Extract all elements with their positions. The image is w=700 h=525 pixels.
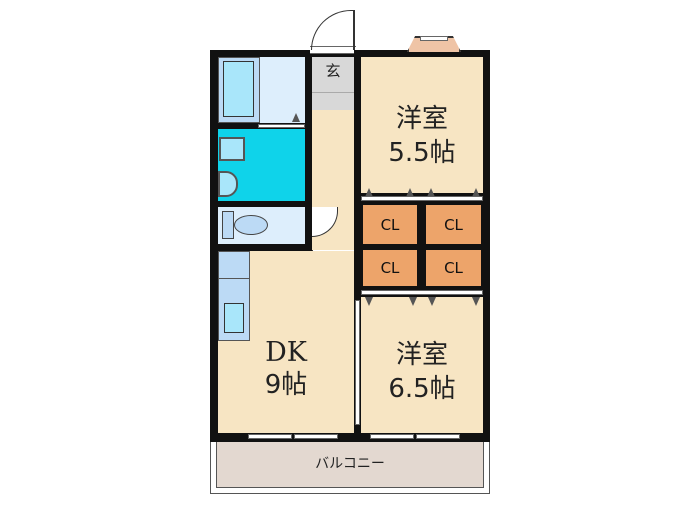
closet[interactable]: CL [424,203,483,246]
entrance-step [312,92,354,93]
toilet-bowl [234,215,268,235]
entrance-label: 玄 [325,62,341,80]
front-door-swing[interactable] [311,10,355,50]
door-marker-icon [365,188,373,197]
door-marker-icon [428,297,436,306]
western-room-1 [361,57,483,193]
door-marker-icon [406,188,414,197]
entrance [312,57,354,110]
dk-name: DK [265,337,307,368]
bath-door [258,124,305,128]
closet[interactable]: CL [361,203,419,246]
toilet-tank [222,211,234,239]
door-marker-icon [472,297,480,306]
toilet-wall [218,244,312,251]
closet-doors-bottom [361,290,483,295]
sliding-door[interactable] [355,300,360,425]
room1-size: 5.5帖 [388,138,456,168]
washroom-wall [218,201,312,207]
western-room-2 [361,297,483,433]
dk-size: 9帖 [264,370,308,400]
bathtub-inner [223,61,254,117]
window[interactable] [248,434,292,439]
door-marker-icon [472,188,480,197]
room2-size: 6.5帖 [388,374,456,404]
balcony-label: バルコニー [315,456,385,472]
door-marker-icon [427,188,435,197]
washbasin [219,137,245,161]
closet-doors-top [361,196,483,201]
kitchen-divider [218,278,250,279]
door-marker-icon [365,297,373,306]
room2-name: 洋室 [395,340,448,370]
window[interactable] [416,434,460,439]
bath-wall [218,123,258,129]
bay-window-glass [420,36,448,41]
door-marker-icon [409,297,417,306]
door-marker-icon [292,113,300,122]
window[interactable] [370,434,414,439]
washing-machine [218,171,238,197]
corridor-wall [354,50,361,433]
window[interactable] [294,434,338,439]
kitchen-sink [224,303,244,333]
balcony [216,442,484,488]
room1-name: 洋室 [395,104,448,134]
closet[interactable]: CL [424,248,483,288]
closet[interactable]: CL [361,248,419,288]
